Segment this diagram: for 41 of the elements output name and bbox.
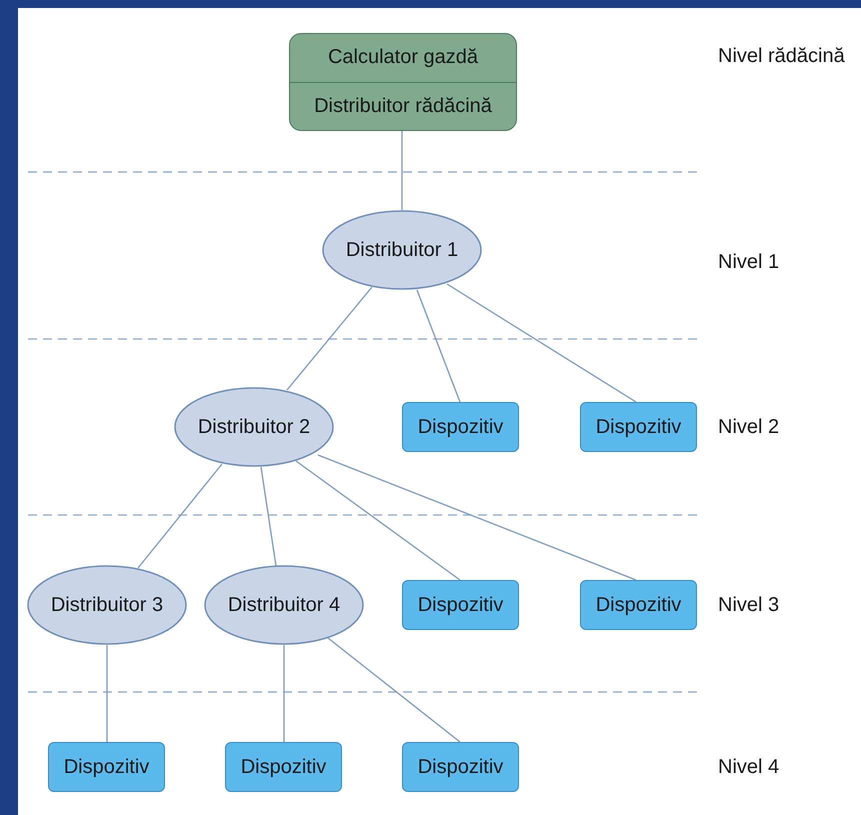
connector-line [446, 283, 636, 403]
node-text: Distribuitor 2 [198, 416, 310, 438]
node-text: Calculator gazdă [326, 45, 480, 70]
connector-line [138, 464, 222, 568]
connector-line [286, 286, 372, 390]
level-label: Nivel 3 [718, 594, 780, 617]
device-box [225, 742, 342, 792]
hub-ellipse [204, 565, 364, 645]
hub-ellipse [27, 565, 187, 645]
node-text: Dispozitiv [596, 594, 682, 616]
hub-ellipse [174, 387, 334, 467]
device-box [580, 580, 697, 630]
connector-line [296, 460, 460, 581]
connector-line [318, 454, 636, 581]
node-text: Distribuitor 1 [346, 238, 458, 262]
level-label: Nivel rădăcină [718, 45, 845, 68]
node-text: Distribuitor rădăcină [290, 82, 516, 130]
connector-line [328, 637, 460, 743]
device-box [402, 402, 519, 452]
connector-line [401, 131, 403, 210]
node-text: Dispozitiv [240, 756, 326, 778]
device-box [48, 742, 165, 792]
node-text: Dispozitiv [418, 756, 504, 778]
hub-ellipse [322, 210, 482, 290]
root-hub-box [289, 33, 517, 131]
node-text: Dispozitiv [596, 416, 682, 438]
node-text: Dispozitiv [64, 756, 150, 778]
node-text: Distribuitor 3 [50, 594, 164, 616]
device-box [580, 402, 697, 452]
connector-line [416, 290, 461, 402]
level-label: Nivel 2 [718, 416, 780, 439]
connector-line [260, 466, 277, 566]
device-box [402, 742, 519, 792]
level-label: Nivel 1 [718, 251, 780, 274]
level-label: Nivel 4 [718, 756, 780, 779]
connector-line [283, 645, 285, 742]
node-text: Dispozitiv [418, 416, 504, 438]
connector-line [106, 645, 108, 742]
node-text: Distribuitor 4 [228, 594, 340, 616]
node-text: Dispozitiv [418, 594, 504, 616]
device-box [402, 580, 519, 630]
